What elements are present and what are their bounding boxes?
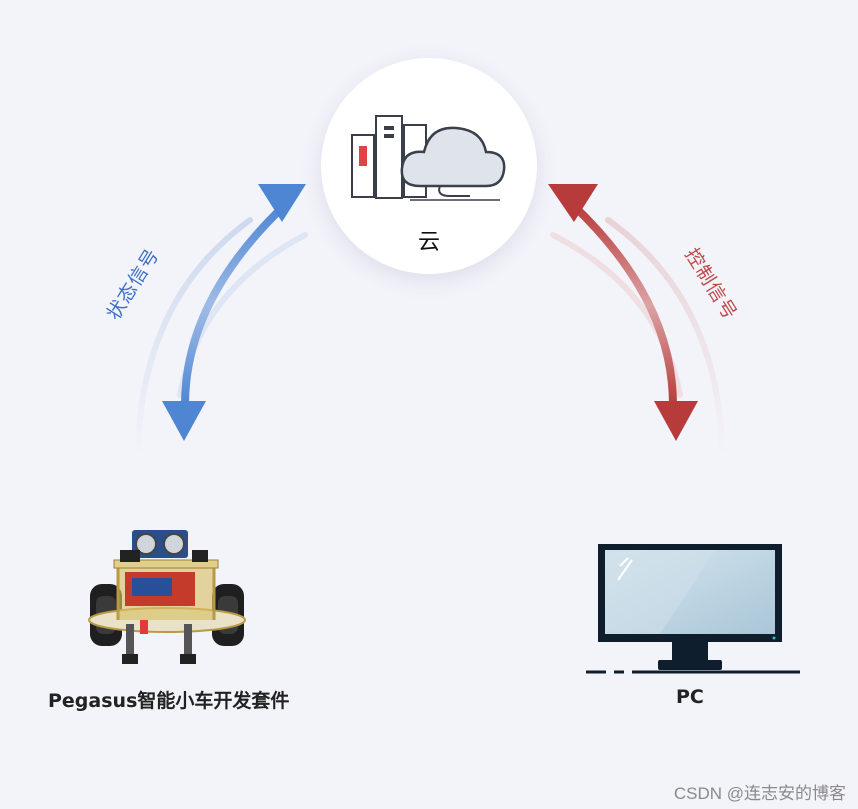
arrowhead-up-red <box>548 184 598 222</box>
watermark-text: CSDN @连志安的博客 <box>673 784 846 803</box>
arrowhead-down-blue <box>162 401 206 441</box>
right-faint-arc <box>605 217 725 458</box>
arrowhead-up-blue <box>258 184 306 222</box>
left-faint-arc <box>135 217 253 458</box>
cloud-label: 云 <box>417 230 440 255</box>
car-kit-label: Pegasus智能小车开发套件 <box>48 690 290 712</box>
pc-label: PC <box>676 686 704 708</box>
pc-monitor-icon <box>586 544 800 674</box>
control-signal-arrow <box>548 184 698 441</box>
status-signal-arrow <box>162 184 306 441</box>
cloud-icon <box>351 115 506 201</box>
robot-car-image <box>88 530 246 664</box>
arrowhead-down-red <box>654 401 698 441</box>
